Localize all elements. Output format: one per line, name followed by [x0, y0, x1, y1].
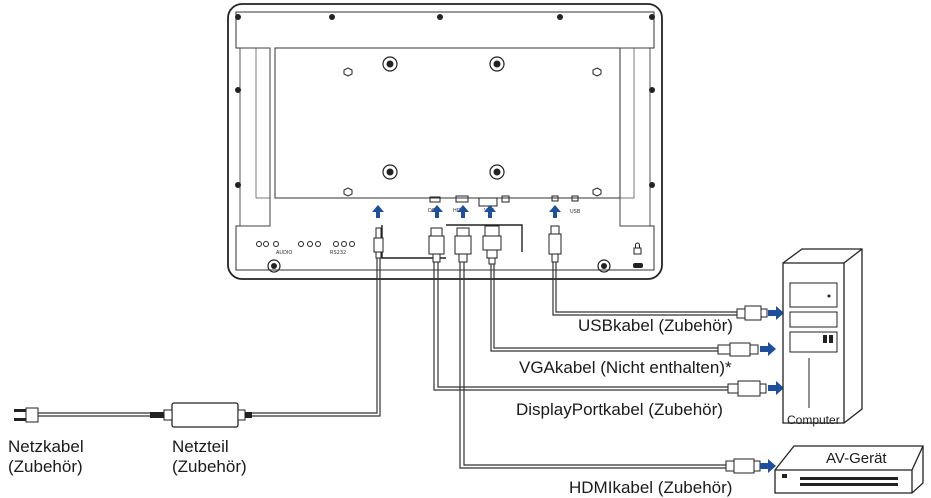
vga-cable — [490, 264, 718, 352]
port-mark-usb: USB — [570, 209, 581, 215]
power-cable-label-line2: (Zubehör) — [8, 457, 83, 476]
lock-icon — [633, 242, 643, 268]
hdmi-cable-label: HDMIkabel (Zubehör) — [569, 478, 732, 497]
displayport-cable — [433, 262, 728, 391]
usb-cable — [552, 262, 737, 316]
computer-label: Computer — [787, 413, 840, 427]
power-cable-label-line1: Netzkabel — [8, 437, 84, 456]
adapter-label-line2: (Zubehör) — [172, 457, 247, 476]
displayport-cable-label: DisplayPortkabel (Zubehör) — [516, 400, 723, 419]
arrow-right-icon — [760, 306, 784, 473]
av-device-label: AV-Gerät — [826, 450, 887, 467]
port-mark-rs232: RS232 — [330, 250, 346, 256]
arrow-up-icon — [372, 205, 561, 218]
port-mark-audio: AUDIO — [276, 250, 292, 256]
av-device-icon — [774, 445, 924, 494]
vga-cable-label: VGAkabel (Nicht enthalten)* — [519, 358, 732, 377]
monitor-back: USB AUDIO RS232 HDMI DP VGA — [227, 3, 663, 280]
plug-icon — [14, 407, 39, 423]
screw-icon — [235, 14, 655, 188]
usb-cable-label: USBkabel (Zubehör) — [578, 316, 733, 335]
adapter-label-line1: Netzteil — [172, 437, 229, 456]
power-adapter — [150, 402, 252, 428]
computer-tower-icon — [782, 248, 863, 424]
port-mark-dp: DP — [428, 208, 435, 214]
power-cable — [252, 258, 381, 417]
mains-cable — [38, 412, 150, 417]
hdmi-cable — [459, 262, 726, 469]
